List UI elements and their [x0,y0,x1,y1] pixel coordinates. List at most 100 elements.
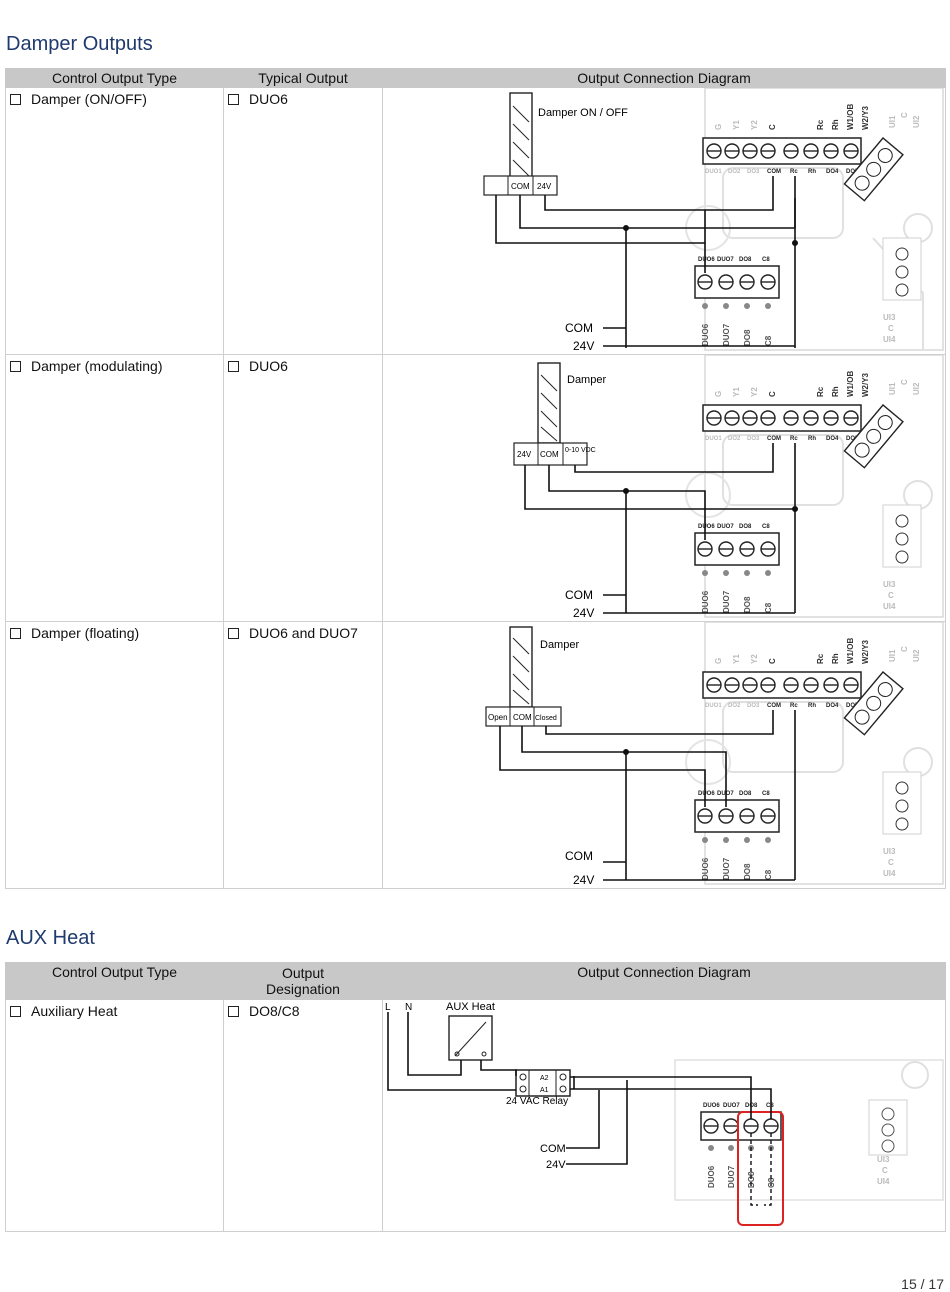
svg-text:Y2: Y2 [750,654,759,664]
svg-text:UI1: UI1 [888,649,897,662]
damper-device: Damper Open COM Closed [485,626,579,727]
svg-text:COM: COM [513,713,532,722]
com-label: COM [565,321,593,335]
svg-text:Closed: Closed [535,715,557,722]
svg-text:Y1: Y1 [732,120,741,130]
controller-board: G Y1 Y2 C Rc Rh W1/OB W2/Y3 [685,354,944,618]
svg-text:DUO6: DUO6 [707,1165,716,1188]
svg-text:Damper: Damper [567,374,606,386]
svg-text:C: C [888,324,894,333]
svg-text:24V: 24V [537,182,552,191]
output-label: DUO6 [249,91,288,107]
svg-text:DUO1: DUO1 [705,436,722,442]
svg-text:C8: C8 [762,257,770,263]
wiring-diagram-onoff: G Y1 Y2 C Rc Rh W1/OB W2/Y3 [483,87,944,353]
svg-text:DUO7: DUO7 [723,1103,740,1109]
svg-text:L: L [385,1002,391,1013]
checkbox[interactable] [228,1005,239,1017]
svg-text:DO4: DO4 [826,436,839,442]
svg-text:DO3: DO3 [747,703,760,709]
svg-text:C: C [900,646,909,652]
svg-text:C: C [900,112,909,118]
svg-text:DO4: DO4 [826,169,839,175]
checkbox[interactable] [228,360,239,372]
control-type-label: Damper (ON/OFF) [31,91,147,107]
svg-text:W2/Y3: W2/Y3 [861,639,870,664]
svg-text:C: C [900,379,909,385]
com-label: COM [565,849,593,863]
svg-text:COM: COM [540,450,559,459]
svg-text:DUO1: DUO1 [705,169,722,175]
svg-text:Y1: Y1 [732,387,741,397]
svg-text:COM: COM [767,169,781,175]
table-row: Damper (ON/OFF) DUO6 G Y1 Y2 C Rc Rh [5,87,946,355]
svg-text:COM: COM [767,436,781,442]
svg-text:Rh: Rh [831,386,840,397]
table-row: Damper (modulating) DUO6 G Y1 Y2 C Rc Rh [5,354,946,622]
svg-text:DUO6: DUO6 [701,323,710,346]
svg-text:DUO6: DUO6 [703,1103,720,1109]
col-header-output-designation: Output Designation [223,962,383,1000]
table-header-row: Control Output Type Output Designation O… [5,962,946,1000]
svg-text:W2/Y3: W2/Y3 [861,372,870,397]
svg-text:UI3: UI3 [877,1155,890,1164]
col-header-typical-output: Typical Output [223,68,383,88]
svg-text:DUO7: DUO7 [727,1165,736,1188]
svg-text:DUO1: DUO1 [705,703,722,709]
checkbox[interactable] [10,627,21,639]
svg-text:DO3: DO3 [747,436,760,442]
svg-text:AUX Heat: AUX Heat [446,1001,495,1013]
svg-text:DUO6: DUO6 [701,590,710,613]
svg-text:UI4: UI4 [877,1177,890,1186]
checkbox[interactable] [228,93,239,105]
svg-text:N: N [405,1002,412,1013]
page-number: 15 / 17 [901,1276,944,1292]
svg-text:DO2: DO2 [728,169,741,175]
svg-text:UI4: UI4 [883,869,896,878]
svg-text:DO2: DO2 [728,436,741,442]
damper-device: Damper 24V COM 0-10 VDC [513,362,606,466]
svg-text:UI2: UI2 [912,649,921,662]
table-row: Auxiliary Heat DO8/C8 UI3 C UI4 DUO6 D [5,999,946,1232]
svg-text:DUO6: DUO6 [698,524,715,530]
svg-text:Rc: Rc [790,703,798,709]
svg-text:Rh: Rh [808,703,816,709]
checkbox[interactable] [228,627,239,639]
svg-text:DO8: DO8 [743,329,752,346]
svg-text:C: C [768,124,777,130]
svg-text:Rh: Rh [808,436,816,442]
controller-board: UI3 C UI4 DUO6 DUO7 DO8 C8 [674,1059,944,1226]
svg-text:Rc: Rc [790,436,798,442]
svg-text:DUO7: DUO7 [722,857,731,880]
checkbox[interactable] [10,360,21,372]
svg-text:C8: C8 [764,869,773,880]
svg-text:DO3: DO3 [747,169,760,175]
svg-text:24 VAC Relay: 24 VAC Relay [506,1096,568,1107]
svg-text:DUO7: DUO7 [717,524,734,530]
svg-text:DO8: DO8 [747,1171,756,1188]
output-label: DUO6 and DUO7 [249,625,358,641]
svg-text:Rc: Rc [816,653,825,664]
svg-text:UI2: UI2 [912,382,921,395]
controller-board: G Y1 Y2 C Rc Rh W1/OB W2/Y3 [685,87,944,351]
svg-text:DO8: DO8 [739,524,752,530]
svg-text:W2/Y3: W2/Y3 [861,105,870,130]
svg-text:W1/OB: W1/OB [846,371,855,397]
svg-text:C: C [768,658,777,664]
svg-text:Rc: Rc [816,386,825,397]
svg-text:UI3: UI3 [883,847,896,856]
24v-label: 24V [546,1159,566,1171]
svg-text:UI2: UI2 [912,115,921,128]
svg-text:UI1: UI1 [888,382,897,395]
svg-text:UI3: UI3 [883,313,896,322]
svg-text:DUO7: DUO7 [722,323,731,346]
output-label: DO8/C8 [249,1003,300,1019]
svg-text:Damper ON / OFF: Damper ON / OFF [538,107,628,119]
svg-text:DO8: DO8 [743,596,752,613]
checkbox[interactable] [10,1005,21,1017]
24v-label: 24V [573,873,594,885]
checkbox[interactable] [10,93,21,105]
svg-text:C: C [768,391,777,397]
svg-text:DO2: DO2 [728,703,741,709]
svg-text:C8: C8 [762,524,770,530]
